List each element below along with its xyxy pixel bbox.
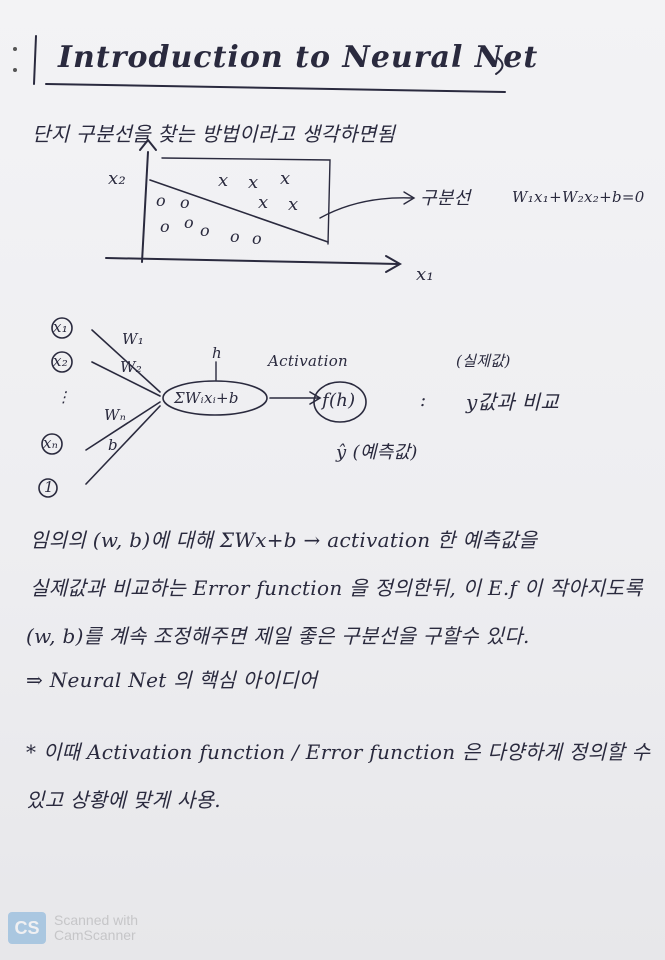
- input-node-x2: [51, 351, 73, 373]
- graph-points-o: o o o o o o o: [156, 191, 262, 248]
- boundary-label: 구분선: [420, 188, 471, 209]
- input-node-xn: [41, 433, 63, 455]
- x-axis-arrow: [385, 255, 403, 273]
- edge-xn: [85, 401, 161, 451]
- boundary-pointer: [319, 197, 413, 219]
- svg-text:o: o: [252, 229, 262, 248]
- weight-label-b: b: [108, 436, 118, 454]
- svg-text:x: x: [218, 170, 228, 191]
- weight-label-wn: Wₙ: [104, 406, 127, 424]
- title-right-bracket: [495, 57, 504, 75]
- svg-text:o: o: [156, 191, 166, 210]
- compare-label: y값과 비교: [466, 390, 560, 414]
- binder-hole: [13, 47, 17, 51]
- yhat-label: ŷ (예측값): [336, 442, 418, 463]
- axis-label-y: x₂: [108, 168, 126, 189]
- page-title: Introduction to Neural Net: [58, 40, 539, 75]
- svg-text:o: o: [200, 221, 210, 240]
- svg-text:o: o: [230, 227, 240, 246]
- svg-text:o: o: [184, 213, 194, 232]
- x-axis: [105, 257, 399, 265]
- y-axis-arrow: [139, 138, 157, 151]
- svg-text:x: x: [280, 168, 290, 189]
- watermark-text: Scanned with CamScanner: [54, 912, 139, 943]
- binder-hole: [13, 68, 17, 72]
- input-node-x1: [51, 317, 73, 339]
- activation-label: Activation: [268, 352, 348, 370]
- actual-value-label: (실제값): [456, 352, 511, 370]
- graph-box: [161, 157, 331, 245]
- boundary-equation: W₁x₁+W₂x₂+b=0: [512, 188, 645, 206]
- svg-text:x: x: [288, 194, 298, 215]
- paragraph1-line3: (w, b)를 계속 조정해주면 제일 좋은 구분선을 구할수 있다.: [26, 624, 530, 648]
- input-node-bias: [38, 478, 58, 498]
- colon-mark: :: [420, 390, 427, 411]
- edge-x2: [91, 361, 161, 397]
- paragraph2-line2: 있고 상황에 맞게 사용.: [26, 788, 221, 812]
- svg-text:o: o: [160, 217, 170, 236]
- svg-text:x: x: [258, 192, 268, 213]
- camscanner-logo: CS: [8, 912, 46, 944]
- boundary-line: [149, 179, 329, 243]
- paragraph1-line2: 실제값과 비교하는 Error function 을 정의한뒤, 이 E.f 이…: [30, 576, 643, 600]
- weight-label-w2: W₂: [120, 358, 143, 376]
- sum-node: [162, 380, 268, 416]
- title-underline: [45, 83, 506, 93]
- paragraph2-line1: * 이때 Activation function / Error functio…: [26, 740, 651, 764]
- y-axis: [141, 151, 149, 263]
- svg-text:o: o: [180, 193, 190, 212]
- activation-node: [313, 381, 367, 423]
- title-left-bracket: [33, 35, 37, 85]
- edge-x1: [91, 329, 161, 393]
- intro-line: 단지 구분선을 찾는 방법이라고 생각하면됨: [32, 122, 396, 146]
- sum-node-label: ΣWᵢxᵢ+b: [174, 389, 239, 407]
- input-label-x1: x₁: [53, 318, 69, 336]
- h-label: h: [212, 344, 222, 362]
- input-label-x2: x₂: [53, 352, 69, 370]
- weight-label-w1: W₁: [122, 330, 145, 348]
- scanner-watermark: CS Scanned with CamScanner: [8, 912, 138, 944]
- paragraph1-line1: 임의의 (w, b)에 대해 ΣWx+b → activation 한 예측값을: [30, 528, 538, 552]
- input-label-dots: ⋮: [56, 388, 72, 406]
- input-label-xn: xₙ: [43, 434, 59, 452]
- edge-bias: [85, 405, 161, 485]
- svg-text:x: x: [248, 172, 258, 193]
- paragraph1-line4: ⇒ Neural Net 의 핵심 아이디어: [26, 668, 318, 692]
- activation-node-label: f(h): [322, 390, 356, 411]
- graph-points-x: x x x x x: [218, 168, 298, 215]
- axis-label-x: x₁: [416, 264, 434, 285]
- input-label-bias: 1: [44, 478, 54, 496]
